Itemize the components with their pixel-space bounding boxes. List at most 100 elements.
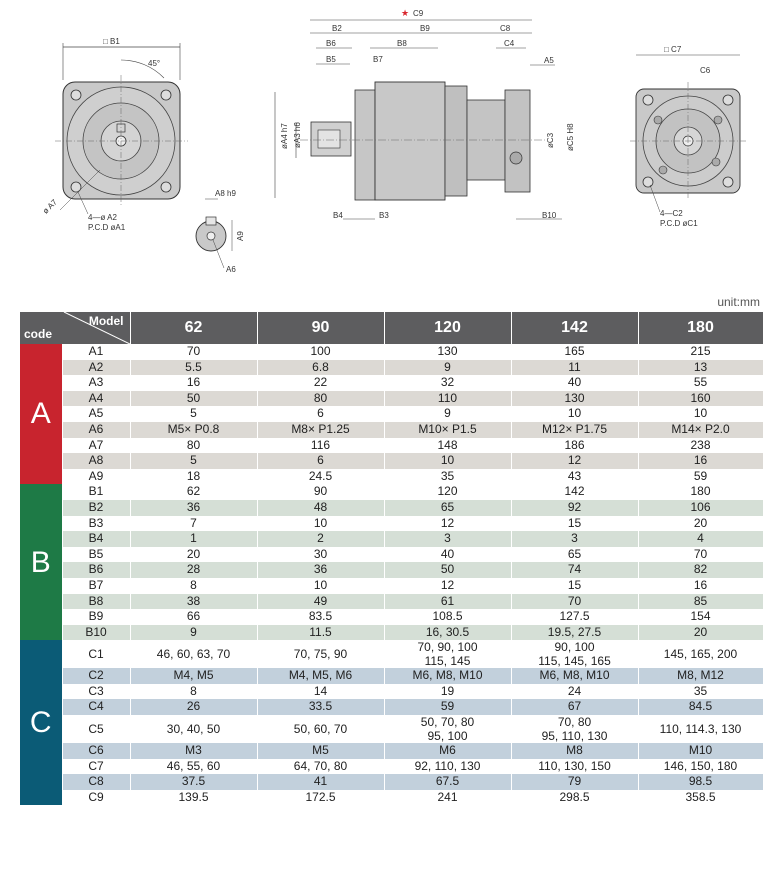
table-cell: 12 (384, 577, 512, 594)
table-cell: 26 (130, 699, 258, 716)
table-cell: 1 (130, 531, 258, 547)
table-cell: 43 (511, 468, 639, 485)
table-cell: 20 (130, 546, 258, 563)
table-cell: M8 (511, 743, 639, 759)
row-code: C6 (62, 743, 131, 759)
row-code: A7 (62, 437, 131, 454)
corner-cell: Model code (20, 312, 131, 344)
c7-label: □ C7 (664, 45, 682, 54)
row-code: A8 (62, 453, 131, 469)
table-cell: 172.5 (257, 789, 385, 806)
table-cell: 12 (511, 453, 639, 469)
table-cell: M10× P1.5 (384, 421, 512, 438)
table-cell: M6, M8, M10 (511, 668, 639, 684)
table-cell: 70, 75, 90 (257, 640, 385, 669)
model-col: 142 (511, 312, 639, 344)
row-code: C1 (62, 640, 131, 669)
table-cell: M6, M8, M10 (384, 668, 512, 684)
row-code: A2 (62, 359, 131, 376)
row-code: A4 (62, 390, 131, 407)
table-cell: 50 (130, 390, 258, 407)
table-cell: 3 (511, 531, 639, 547)
row-code: B10 (62, 624, 131, 641)
table-cell: 11.5 (257, 624, 385, 641)
table-cell: 15 (511, 515, 639, 532)
table-cell: 67.5 (384, 774, 512, 790)
row-code: A9 (62, 468, 131, 485)
side-view: ★ C9 B2 B9 C8 B6 B8 C4 B5 B7 A5 øA4 h7 ø… (274, 8, 575, 220)
c4-label: C4 (504, 39, 515, 48)
table-cell: 38 (130, 593, 258, 610)
a7-label: ø A7 (41, 197, 59, 215)
table-cell: 49 (257, 593, 385, 610)
table-cell: 16 (638, 577, 764, 594)
table-cell: 16 (130, 375, 258, 391)
table-cell: 5 (130, 406, 258, 422)
row-code: B3 (62, 515, 131, 532)
row-code: C3 (62, 683, 131, 700)
key-view: A8 h9 A9 A6 (195, 189, 245, 274)
table-cell: 120 (384, 484, 512, 500)
row-code: C8 (62, 774, 131, 790)
table-cell: 5 (130, 453, 258, 469)
table-cell: 116 (257, 437, 385, 454)
table-cell: 241 (384, 789, 512, 806)
a8-label: A8 h9 (215, 189, 236, 198)
row-code: B4 (62, 531, 131, 547)
b9-label: B9 (420, 24, 430, 33)
table-cell: M10 (638, 743, 764, 759)
table-cell: 83.5 (257, 609, 385, 625)
row-code: B8 (62, 593, 131, 610)
table-cell: 8 (130, 577, 258, 594)
pcd-label: P.C.D øA1 (88, 223, 126, 232)
front-view: □ B1 45° ø A7 4—ø A2 P.C.D øA1 (41, 37, 188, 232)
table-cell: M5 (257, 743, 385, 759)
table-cell: 215 (638, 344, 764, 360)
table-cell: 50 (384, 562, 512, 578)
table-cell: 15 (511, 577, 639, 594)
table-cell: 7 (130, 515, 258, 532)
table-cell: 19.5, 27.5 (511, 624, 639, 641)
table-cell: M4, M5 (130, 668, 258, 684)
table-cell: 35 (638, 683, 764, 700)
table-cell: 30 (257, 546, 385, 563)
table-cell: 40 (511, 375, 639, 391)
table-cell: 358.5 (638, 789, 764, 806)
rear-holes-label: 4—C2 (660, 209, 683, 218)
table-cell: 90 (257, 484, 385, 500)
table-cell: 106 (638, 499, 764, 516)
table-cell: 66 (130, 609, 258, 625)
table-cell: 24 (511, 683, 639, 700)
model-col: 120 (384, 312, 512, 344)
model-col: 180 (638, 312, 764, 344)
table-cell: 100 (257, 344, 385, 360)
b1-label: □ B1 (103, 37, 120, 46)
holes-label: 4—ø A2 (88, 213, 117, 222)
row-code: C9 (62, 789, 131, 806)
table-cell: 82 (638, 562, 764, 578)
table-cell: 41 (257, 774, 385, 790)
a6-label: A6 (226, 265, 236, 274)
table-cell: 80 (257, 390, 385, 407)
table-cell: 10 (384, 453, 512, 469)
table-cell: 79 (511, 774, 639, 790)
table-cell: M3 (130, 743, 258, 759)
table-cell: M8× P1.25 (257, 421, 385, 438)
